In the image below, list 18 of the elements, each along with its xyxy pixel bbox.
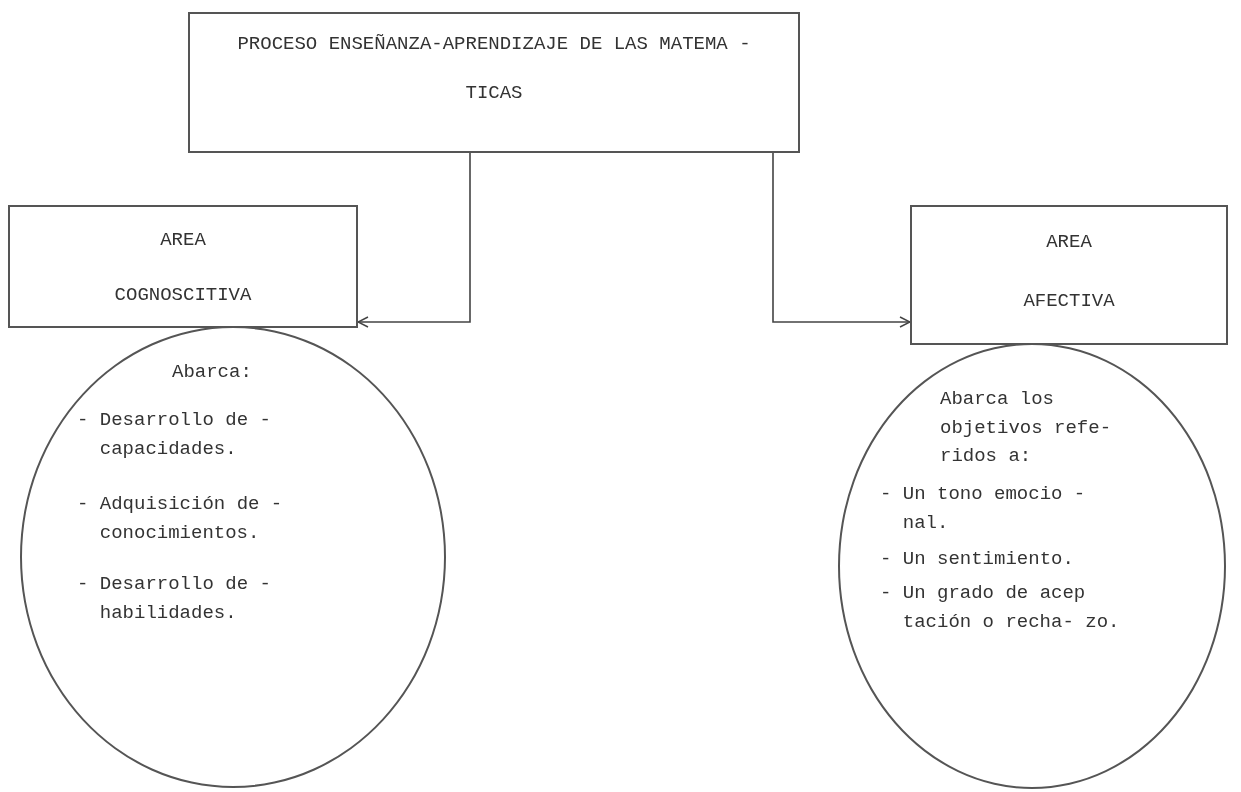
arrow [357,152,471,328]
process-box [188,12,800,153]
circle-shape [20,326,446,788]
box-label: AREA COGNOSCITIVA [113,228,253,309]
arrow [772,152,911,328]
box-label: AREA AFECTIVA [1022,230,1116,314]
list-item: - Desarrollo de - habilidades. [77,572,272,626]
process-box [8,205,358,328]
heading-text: Abarca los objetivos refe- ridos a: [940,387,1113,469]
list-item: - Un tono emocio - nal. [880,482,1087,536]
list-item: - Un grado de acep tación o recha- zo. [880,581,1121,635]
circle-shape [838,343,1226,789]
list-item: - Un sentimiento. [880,547,1075,572]
box-label: PROCESO ENSEÑANZA-APRENDIZAJE DE LAS MATEMA - TICAS [236,32,752,107]
heading-text: Abarca: [172,360,253,385]
list-item: - Desarrollo de - capacidades. [77,408,272,462]
process-box [910,205,1228,345]
list-item: - Adquisición de - conocimientos. [77,492,284,546]
